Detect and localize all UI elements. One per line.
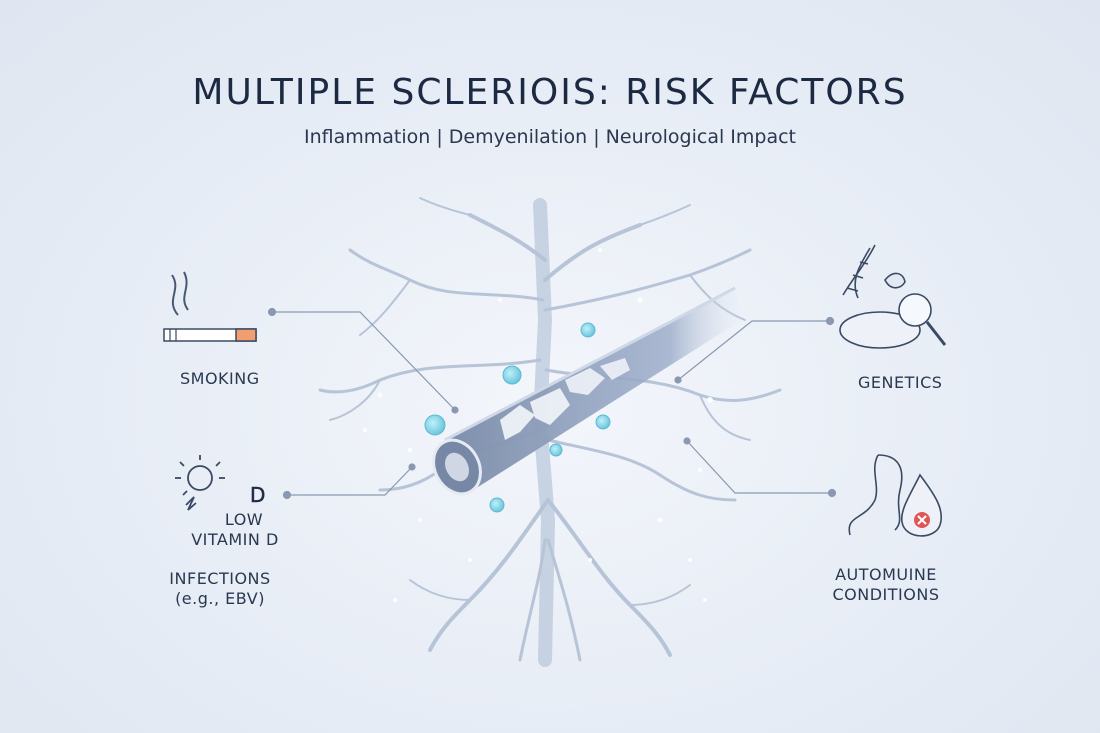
vitamin-d-label: LOW VITAMIN D — [175, 510, 295, 550]
connector-lines — [267, 307, 837, 500]
smoking-label: SMOKING — [180, 369, 260, 388]
vitamin-d-label-line2: VITAMIN D — [191, 530, 279, 549]
autoimmune-label-line2: CONDITIONS — [832, 585, 940, 604]
particles — [363, 248, 713, 602]
genetics-label: GENETICS — [858, 373, 943, 392]
myelin-axon — [432, 286, 745, 496]
vitamin-d-label-line1: LOW — [224, 510, 264, 529]
vitamin-d-letter: D — [250, 483, 265, 507]
dna-icon — [839, 244, 947, 349]
stomach-drop-icon — [848, 454, 942, 537]
cigarette-icon — [163, 271, 257, 342]
page-title: MULTIPLE SCLERIOIS: RISK FACTORS — [192, 72, 908, 113]
sun-icon — [175, 455, 225, 511]
immune-cells — [424, 322, 611, 513]
autoimmune-label-line1: AUTOMUINE — [835, 565, 937, 584]
autoimmune-label: AUTOMUINE CONDITIONS — [826, 565, 946, 605]
page-subtitle: Inflammation | Demyenilation | Neurologi… — [304, 126, 796, 148]
infections-label: INFECTIONS (e.g., EBV) — [160, 569, 280, 609]
infections-label-line1: INFECTIONS — [169, 569, 271, 588]
infections-label-line2: (e.g., EBV) — [175, 589, 265, 608]
